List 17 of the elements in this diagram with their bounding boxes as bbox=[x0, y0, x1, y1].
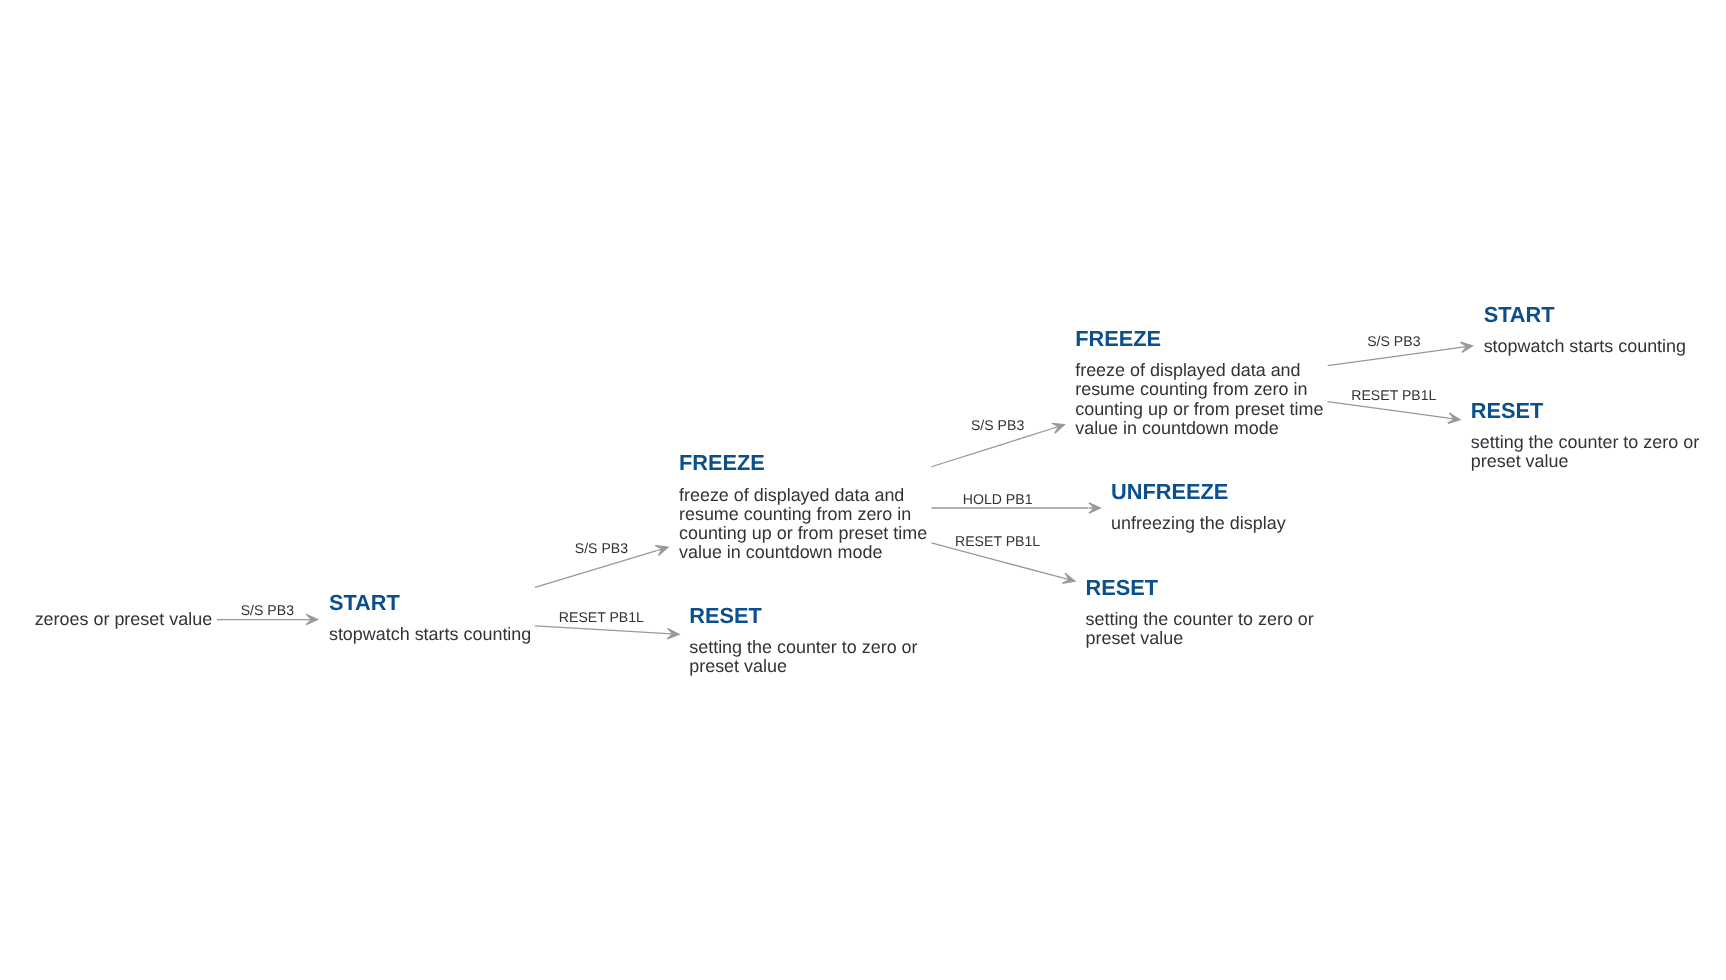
node-text: FREEZE freeze of displayed data and resume counting from zero in counting up or from preset time value in countdown mode bbox=[1075, 326, 1324, 437]
arrow bbox=[216, 612, 319, 625]
node-text: START stopwatch starts counting bbox=[1483, 302, 1687, 355]
arrow bbox=[1327, 399, 1461, 423]
node-text: RESET setting the counter to zero or preset value bbox=[1470, 398, 1700, 471]
arrow bbox=[534, 543, 669, 587]
arrow bbox=[930, 421, 1065, 467]
node-text: RESET setting the counter to zero or preset value bbox=[689, 603, 918, 676]
arrow bbox=[534, 624, 680, 639]
node-text: zeroes or preset value bbox=[34, 607, 213, 628]
arrow bbox=[930, 501, 1102, 513]
node-text: START stopwatch starts counting bbox=[328, 591, 532, 644]
arrow bbox=[1327, 340, 1474, 366]
arrow bbox=[930, 541, 1076, 583]
node-text: UNFREEZE unfreezing the display bbox=[1111, 479, 1286, 532]
node-text: RESET setting the counter to zero or preset value bbox=[1085, 575, 1314, 648]
node-text: FREEZE freeze of displayed data and resume counting from zero in counting up or from preset time value in countdown mode bbox=[678, 451, 928, 562]
